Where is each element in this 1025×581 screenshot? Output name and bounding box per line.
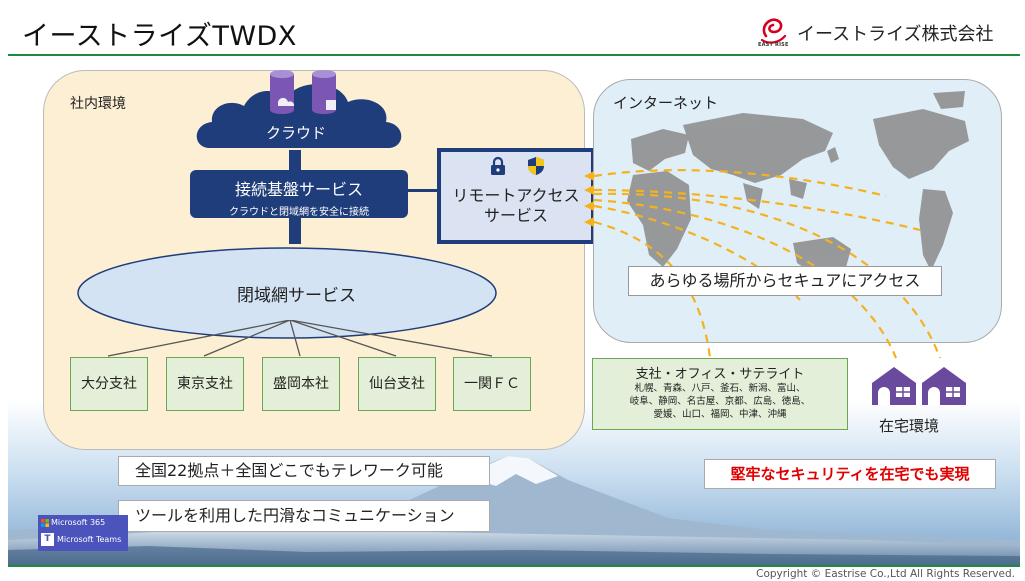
communication-note: ツールを利用した円滑なコミュニケーション (118, 500, 490, 532)
connector-line (289, 150, 301, 172)
secure-access-banner: あらゆる場所からセキュアにアクセス (628, 266, 942, 296)
branch-ichinoseki: 一関ＦＣ (453, 357, 531, 411)
company-name: イーストライズ株式会社 (797, 24, 994, 45)
teams-icon: T (41, 533, 54, 546)
closed-network-label: 閉域網サービス (237, 286, 356, 306)
branch-connectors (107, 320, 493, 357)
header-divider (8, 54, 1020, 56)
connector-line (289, 218, 301, 244)
satellite-cities-line: 札幌、青森、八戸、釜石、新潟、富山、 (634, 383, 806, 394)
footer-divider (8, 565, 1020, 567)
branch-sendai: 仙台支社 (358, 357, 436, 411)
page-title: イーストライズTWDX (22, 21, 297, 52)
satellite-offices-box: 支社・オフィス・サテライト 札幌、青森、八戸、釜石、新潟、富山、 岐阜、静岡、名… (592, 358, 848, 430)
base-service-subtitle: クラウドと閉域網を安全に接続 (229, 207, 369, 218)
eastrise-logo-icon (760, 18, 787, 44)
closed-network-ellipse (77, 247, 497, 339)
branch-morioka: 盛岡本社 (262, 357, 340, 411)
shield-icon (528, 157, 544, 175)
branch-tokyo: 東京支社 (166, 357, 244, 411)
satellite-cities-line: 愛媛、山口、福岡、中津、沖縄 (653, 409, 787, 420)
remote-access-box (437, 148, 595, 244)
microsoft-logo-icon (41, 518, 49, 527)
intranet-label: 社内環境 (70, 96, 126, 112)
security-highlight: 堅牢なセキュリティを在宅でも実現 (704, 459, 996, 489)
remote-access-label: リモートアクセス サービス (452, 186, 580, 225)
ms365-label: Microsoft 365 (51, 518, 106, 527)
nationwide-note: 全国22拠点＋全国どこでもテレワーク可能 (118, 456, 490, 486)
branch-oita: 大分支社 (70, 357, 148, 411)
connector-line (408, 189, 440, 192)
base-service-box: 接続基盤サービス クラウドと閉域網を安全に接続 (190, 170, 408, 218)
access-routes (584, 169, 942, 359)
house-icon (872, 367, 916, 405)
lock-icon (491, 156, 505, 175)
satellite-cities-line: 岐阜、静岡、名古屋、京都、広島、徳島、 (629, 396, 811, 407)
internet-label: インターネット (613, 94, 719, 112)
satellite-title: 支社・オフィス・サテライト (635, 367, 805, 382)
cloud-label: クラウド (266, 124, 327, 142)
home-environment-label: 在宅環境 (879, 417, 940, 435)
house-icon (922, 367, 966, 405)
teams-label: Microsoft Teams (57, 535, 122, 544)
logo-subtext: EAST RISE (758, 42, 789, 48)
copyright-text: Copyright © Eastrise Co.,Ltd All Rights … (756, 568, 1015, 580)
base-service-title: 接続基盤サービス (234, 180, 363, 199)
cloud-icon (196, 70, 402, 148)
